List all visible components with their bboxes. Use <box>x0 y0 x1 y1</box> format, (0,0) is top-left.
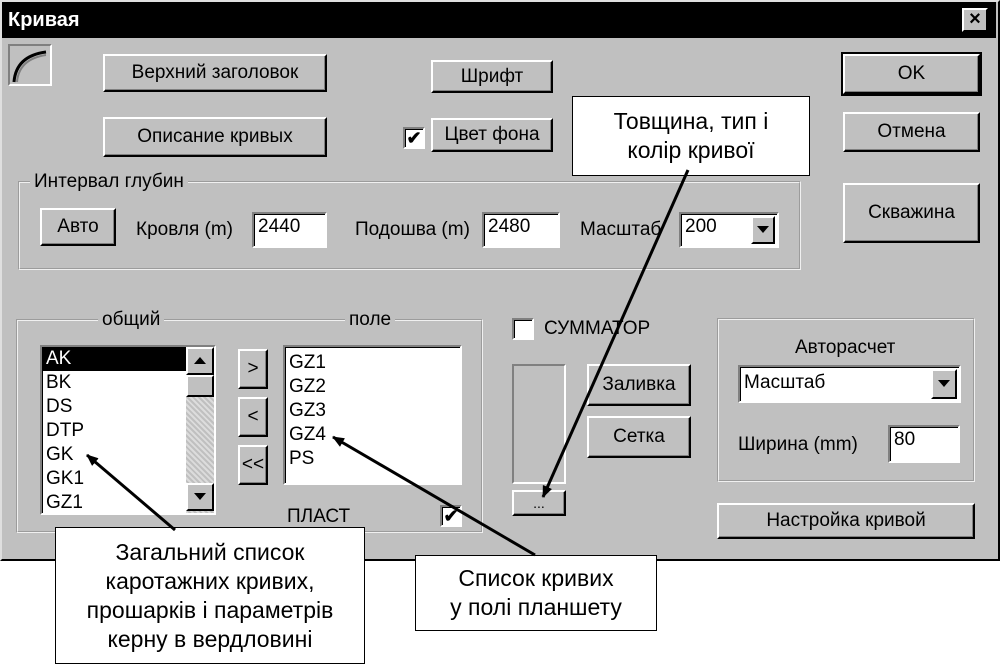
base-input[interactable]: 2480 <box>482 212 560 248</box>
autocalc-group <box>717 318 975 482</box>
curve-style-button[interactable]: ... <box>512 490 566 516</box>
autocalc-dropdown-button[interactable] <box>931 369 957 399</box>
summator-label: СУММАТОР <box>544 318 651 339</box>
thickness-callout: Товщина, тип і колір кривої <box>572 96 810 176</box>
curves-description-button[interactable]: Описание кривых <box>103 117 327 157</box>
auto-button[interactable]: Авто <box>40 208 116 246</box>
list-item[interactable]: DTP <box>46 420 84 441</box>
list-item[interactable]: BK <box>46 372 72 393</box>
scroll-down-button[interactable] <box>186 483 214 511</box>
roof-input[interactable]: 2440 <box>252 212 327 248</box>
bg-color-checkbox[interactable]: ✔ <box>403 127 425 149</box>
width-input[interactable]: 80 <box>888 425 960 463</box>
window-title: Кривая <box>2 2 996 38</box>
field-list-callout: Список кривих у полі планшету <box>415 555 657 631</box>
list-item[interactable]: PS <box>289 448 315 469</box>
top-title-button[interactable]: Верхний заголовок <box>103 54 327 92</box>
summator-checkbox[interactable] <box>512 318 534 340</box>
depth-interval-group <box>18 181 801 270</box>
general-list-label: общий <box>98 309 165 331</box>
cancel-button[interactable]: Отмена <box>843 112 980 152</box>
curve-icon <box>8 44 52 86</box>
scroll-thumb[interactable] <box>186 375 214 397</box>
grid-button[interactable]: Сетка <box>587 416 691 458</box>
well-button[interactable]: Скважина <box>843 183 980 243</box>
move-all-left-button[interactable]: << <box>238 445 268 485</box>
scale-label: Масштаб <box>580 219 662 240</box>
curve-style-preview <box>512 364 566 484</box>
scale-dropdown-button[interactable] <box>751 216 775 244</box>
triangle-up-icon <box>194 357 206 364</box>
move-right-button[interactable]: > <box>238 349 268 389</box>
triangle-down-icon <box>194 493 206 500</box>
list-item[interactable]: DS <box>46 396 73 417</box>
list-item[interactable]: GZ1 <box>46 492 83 513</box>
roof-label: Кровля (m) <box>136 219 233 240</box>
base-label: Подошва (m) <box>355 219 470 240</box>
autocalc-mode-value: Масштаб <box>744 372 826 393</box>
autocalc-label: Авторасчет <box>795 337 896 358</box>
list-item[interactable]: GK1 <box>46 468 85 489</box>
scale-select-value: 200 <box>685 216 717 237</box>
list-item[interactable]: GZ4 <box>289 424 326 445</box>
list-item[interactable]: GZ1 <box>289 352 326 373</box>
field-list-label: поле <box>345 309 396 331</box>
list-item[interactable]: GZ3 <box>289 400 326 421</box>
scroll-up-button[interactable] <box>186 347 214 375</box>
list-item[interactable]: AK <box>42 347 190 371</box>
curve-settings-button[interactable]: Настройка кривой <box>717 503 975 539</box>
width-label: Ширина (mm) <box>738 434 858 455</box>
arrow-general-list <box>86 453 176 532</box>
font-button[interactable]: Шрифт <box>431 60 553 93</box>
fill-button[interactable]: Заливка <box>587 364 691 406</box>
close-button[interactable]: × <box>962 8 988 32</box>
depth-interval-label: Интервал глубин <box>30 171 188 193</box>
layer-label: ПЛАСТ <box>287 506 351 527</box>
chevron-down-icon <box>757 226 769 233</box>
list-item[interactable]: GZ2 <box>289 376 326 397</box>
arrow-thickness <box>541 169 690 498</box>
ok-button[interactable]: OK <box>841 52 982 96</box>
arrow-field-list <box>332 435 536 557</box>
list-item[interactable]: GK <box>46 444 74 465</box>
chevron-down-icon <box>938 380 950 387</box>
move-left-button[interactable]: < <box>238 397 268 437</box>
autocalc-mode-select[interactable]: Масштаб <box>738 365 961 403</box>
bg-color-button[interactable]: Цвет фона <box>431 118 553 152</box>
general-list-callout: Загальний список каротажних кривих, прош… <box>55 527 365 664</box>
